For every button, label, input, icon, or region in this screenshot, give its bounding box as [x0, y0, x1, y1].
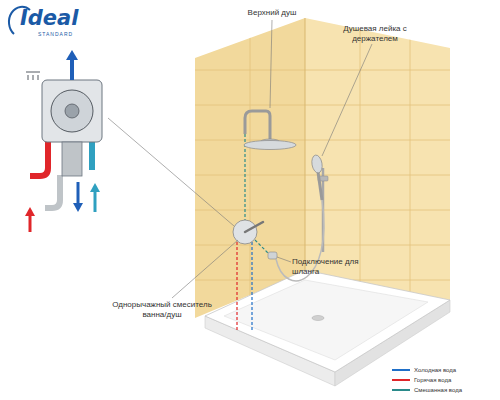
shower-handle — [318, 172, 322, 200]
callout-label: Однорычажный смеситель ванна/душ — [112, 300, 212, 320]
brand-logo: Ideal — [20, 6, 100, 30]
flow-arrow-head — [90, 183, 100, 192]
valve-body — [25, 50, 102, 232]
legend-row: Горячая вода — [392, 376, 451, 384]
shower-head — [244, 141, 296, 150]
valve-spout — [62, 142, 82, 176]
tile-joint — [190, 210, 460, 211]
brand-subtitle: STANDARD — [38, 31, 98, 37]
mixer — [233, 220, 277, 259]
tile-joint — [190, 70, 460, 71]
flow-arrow — [94, 190, 97, 212]
mixer-lever — [245, 222, 263, 232]
hot-inlet-pipe — [30, 140, 48, 176]
leader-line — [108, 118, 234, 226]
legend-text: Смешанная вода — [414, 386, 462, 394]
tray-drain — [312, 316, 324, 321]
legend-row: Смешанная вода — [392, 386, 462, 394]
legend-text: Горячая вода — [414, 376, 451, 384]
top-shower — [244, 111, 296, 150]
callout-label: Душевая лейка с держателем — [330, 24, 420, 44]
flow-arrow-head — [66, 50, 78, 60]
cold-pipe — [251, 240, 252, 330]
outlet-pipe — [45, 175, 60, 208]
wall-corner — [305, 18, 306, 272]
flow-arrow — [77, 182, 80, 205]
tile-joint — [190, 140, 460, 141]
tile-joint — [190, 175, 460, 176]
leader-line — [270, 20, 272, 108]
tile-joint — [190, 105, 460, 106]
valve-face — [51, 90, 93, 132]
flow-arrow — [70, 58, 74, 80]
shower-arm — [245, 111, 270, 139]
flow-arrow-head — [73, 203, 83, 212]
legend-swatch — [392, 369, 410, 371]
legend-text: Холодная вода — [414, 366, 456, 374]
shower-icon — [26, 72, 40, 80]
leader-lines — [108, 20, 372, 298]
tile-joint — [410, 10, 411, 330]
hot-pipe — [236, 240, 237, 330]
callout-label: Подключение для шланга — [292, 257, 364, 277]
leader-line — [172, 240, 238, 298]
flow-arrow — [29, 214, 32, 232]
tile-joint — [190, 245, 460, 246]
tray-top — [205, 270, 450, 372]
tile-joint — [250, 10, 251, 330]
leader-line — [322, 44, 372, 156]
legend-swatch — [392, 379, 410, 381]
tray-basin — [224, 280, 428, 360]
leader-line — [277, 257, 291, 262]
hose-connection — [268, 252, 277, 259]
legend-row: Холодная вода — [392, 366, 456, 374]
shower-handset — [311, 154, 324, 173]
valve-housing — [42, 80, 102, 142]
flow-arrow-head — [25, 207, 35, 216]
cold-inlet-pipe — [89, 140, 95, 170]
legend-swatch — [392, 389, 410, 391]
mixed-pipe — [255, 240, 270, 255]
shower-tray — [205, 270, 450, 386]
valve-core — [65, 104, 79, 118]
callout-label: Верхний душ — [232, 8, 312, 18]
